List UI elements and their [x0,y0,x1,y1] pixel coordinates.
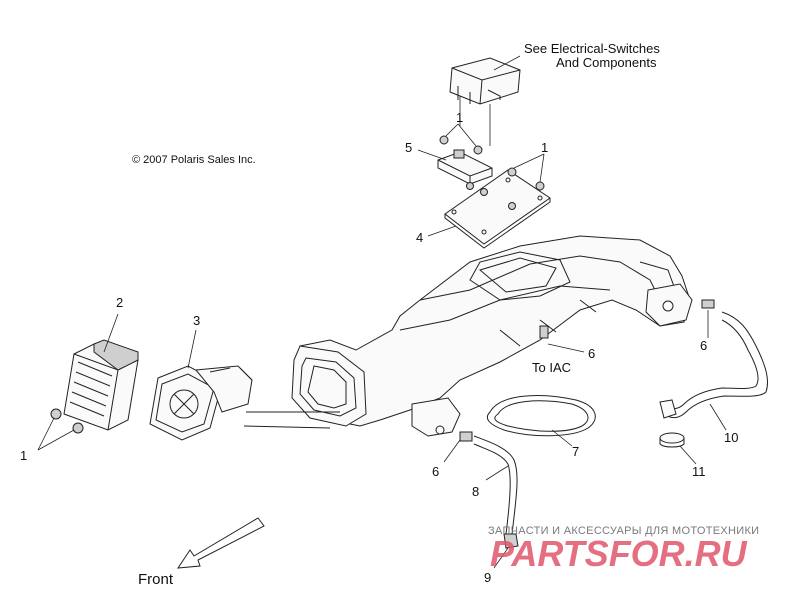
leader-c6-iac [547,343,585,353]
bolt-filter-2 [72,422,84,434]
callout-6-iac: 6 [588,346,595,361]
fitting-right [701,299,715,309]
copyright-text: © 2007 Polaris Sales Inc. [132,154,256,166]
leader-c6-bottom [443,439,461,463]
note-electrical-line1: See Electrical-Switches [524,41,660,56]
fitting-bottom [459,431,473,442]
callout-3: 3 [193,313,200,328]
hose-clamp [659,432,685,448]
watermark-logo: PARTSFOR.RU [490,533,748,574]
leader-c7 [551,429,573,447]
breather-hose [659,311,769,419]
gasket [486,395,596,437]
callout-1-left: 1 [20,448,27,463]
callout-4: 4 [416,230,423,245]
callout-1-top: 1 [456,110,463,125]
bracket [437,149,493,185]
leader-c9 [493,547,509,569]
callout-6-bottom: 6 [432,464,439,479]
air-duct-adapter [149,365,340,441]
leader-c4 [427,225,457,237]
leader-c1-right [513,153,545,183]
callout-10: 10 [724,430,738,445]
bolts-top [439,135,545,210]
leader-c2 [103,313,119,353]
front-arrow-icon [177,517,265,569]
air-filter [63,339,139,431]
fitting-iac [539,325,549,339]
leader-c5 [417,149,447,161]
front-label: Front [138,571,174,588]
callout-8: 8 [472,484,479,499]
hose-fitting [503,533,519,549]
leader-c3 [187,329,197,369]
callout-7: 7 [572,444,579,459]
callout-2: 2 [116,295,123,310]
leader-c1-top [445,123,477,147]
leader-c1-left [37,417,75,451]
callout-9: 9 [484,570,491,585]
bolt-filter-1 [50,408,62,420]
electrical-module [449,57,521,105]
callout-11: 11 [692,464,706,479]
callout-6-right: 6 [700,338,707,353]
note-electrical-line2: And Components [556,55,657,70]
leader-c11 [679,445,697,465]
note-to-iac: To IAC [532,360,571,375]
leader-c8 [485,465,509,481]
callout-1-right: 1 [541,140,548,155]
leader-c10 [709,403,727,431]
mounting-plate [444,169,551,249]
vacuum-hose [473,435,518,535]
callout-5: 5 [405,140,412,155]
intake-manifold [291,235,693,437]
leader-electrical [493,55,521,71]
watermark-tagline: ЗАПЧАСТИ И АКСЕССУАРЫ ДЛЯ МОТОТЕХНИКИ [488,525,759,537]
